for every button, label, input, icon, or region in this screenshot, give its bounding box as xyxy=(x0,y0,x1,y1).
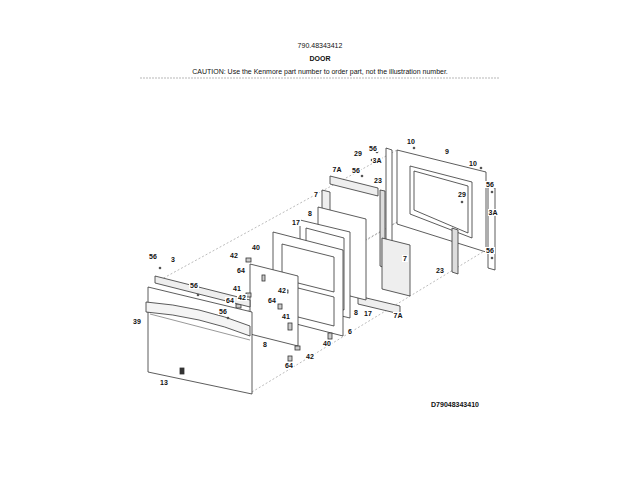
header-rule xyxy=(140,78,500,79)
callout-number: 64 xyxy=(225,297,235,304)
outer-door-panel xyxy=(146,276,252,394)
callout-number: 56 xyxy=(368,145,378,152)
callout-number: 23 xyxy=(435,267,445,274)
callout-number: 64 xyxy=(236,267,246,274)
callout-number: 42 xyxy=(277,287,287,294)
page-title: DOOR xyxy=(310,55,331,62)
callout-number: 17 xyxy=(363,310,373,317)
callout-number: 8 xyxy=(307,210,313,217)
callout-number: 39 xyxy=(132,318,142,325)
callout-number: 42 xyxy=(237,294,247,301)
callout-number: 17 xyxy=(291,219,301,226)
callout-number: 56 xyxy=(485,247,495,254)
callout-number: 29 xyxy=(457,191,467,198)
callout-number: 40 xyxy=(251,244,261,251)
callout-number: 23 xyxy=(373,177,383,184)
hinge xyxy=(452,228,458,274)
screws xyxy=(159,147,494,320)
callout-number: 64 xyxy=(267,297,277,304)
callout-number: 56 xyxy=(351,167,361,174)
callout-number: 64 xyxy=(284,362,294,369)
callout-number: 8 xyxy=(353,309,359,316)
callout-number: 7A xyxy=(393,312,404,319)
side-rail xyxy=(488,186,495,270)
callout-number: 3A xyxy=(372,157,383,164)
callout-number: 9 xyxy=(444,148,450,155)
callout-number: 3 xyxy=(170,256,176,263)
callout-number: 29 xyxy=(353,150,363,157)
glass-panel xyxy=(250,264,298,346)
callout-number: 7 xyxy=(313,191,319,198)
callout-number: 56 xyxy=(148,253,158,260)
callout-number: 7 xyxy=(402,255,408,262)
callout-number: 6 xyxy=(347,328,353,335)
callout-number: 8 xyxy=(262,341,268,348)
callout-number: 56 xyxy=(218,308,228,315)
door-liner xyxy=(397,150,486,252)
callout-number: 42 xyxy=(305,353,315,360)
callout-number: 7A xyxy=(332,166,343,173)
callout-number: 3A xyxy=(488,209,499,216)
callout-number: 42 xyxy=(229,252,239,259)
callout-number: 56 xyxy=(485,181,495,188)
callout-number: 10 xyxy=(406,138,416,145)
callout-number: 40 xyxy=(322,340,332,347)
callout-number: 56 xyxy=(189,282,199,289)
callout-number: 10 xyxy=(468,160,478,167)
callout-number: 41 xyxy=(232,285,242,292)
insulation-strip xyxy=(330,176,378,196)
caution-note: CAUTION: Use the Kenmore part number to … xyxy=(192,68,448,75)
drawing-number: D79048343410 xyxy=(431,401,479,408)
model-number: 790.48343412 xyxy=(298,42,343,49)
insulation-strip xyxy=(382,238,410,296)
callout-number: 41 xyxy=(281,313,291,320)
callout-number: 13 xyxy=(159,379,169,386)
